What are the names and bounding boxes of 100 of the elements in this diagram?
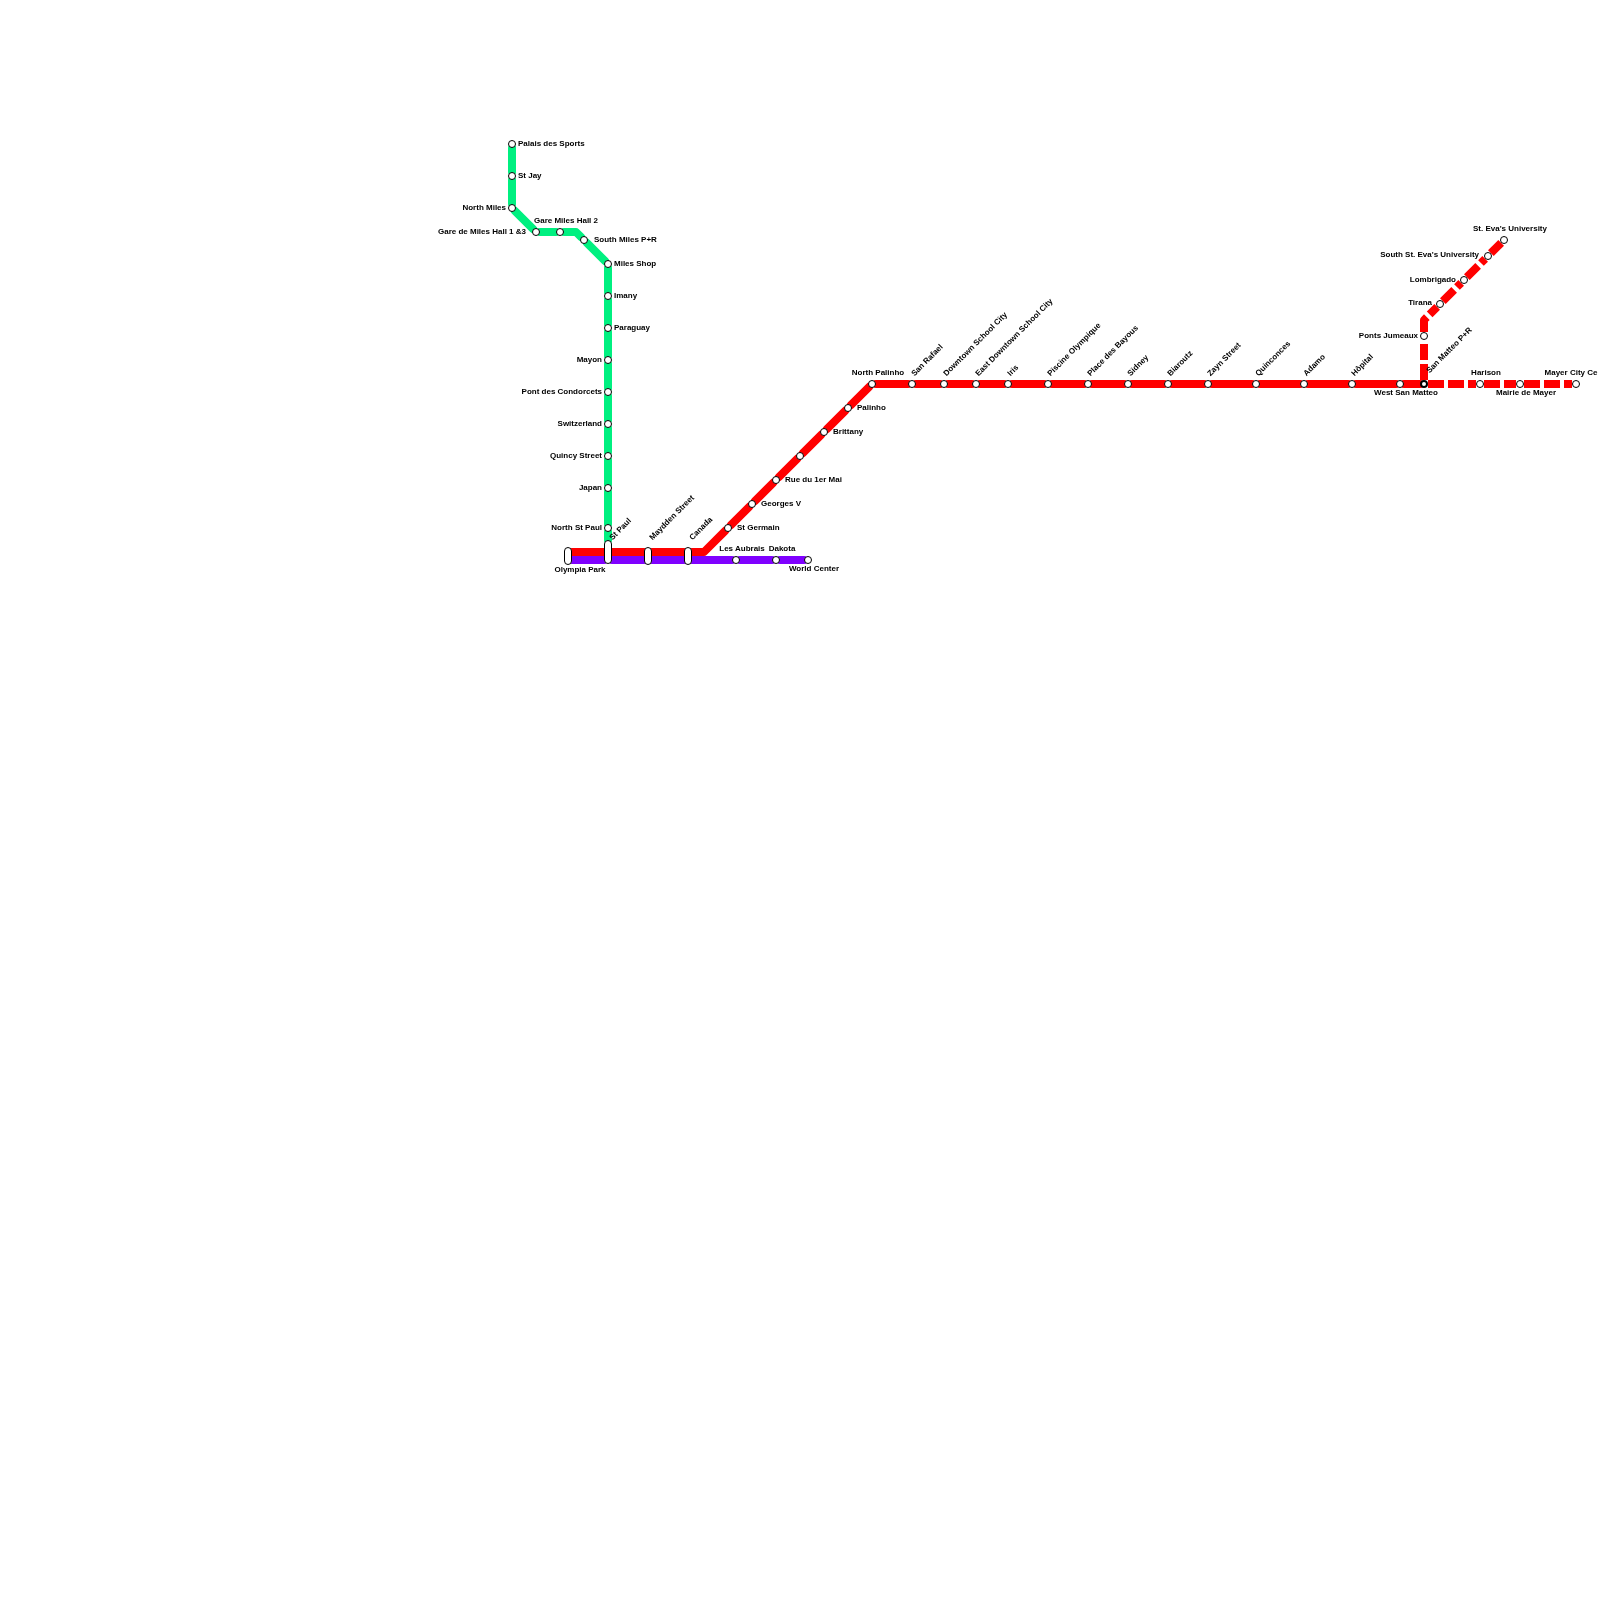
metro-line [976, 380, 1008, 388]
station-name: Ponts Jumeaux [1358, 331, 1418, 341]
station-marker [820, 428, 828, 436]
station-marker [1516, 380, 1524, 388]
interchange-marker [604, 540, 612, 564]
station-name: Les Aubrais [719, 544, 765, 554]
station-name: South St. Eva's University [1380, 250, 1479, 260]
station-marker [508, 140, 516, 148]
metro-line [536, 228, 560, 236]
station-marker [1460, 276, 1468, 284]
station-marker [532, 228, 540, 236]
station-name: Mayon [576, 355, 602, 365]
station-name: Mayer City Ce [1544, 368, 1598, 378]
station-marker [604, 524, 612, 532]
interchange-marker [684, 547, 692, 565]
station-marker [772, 556, 780, 564]
station-marker [724, 524, 732, 532]
station-marker [844, 404, 852, 412]
metro-line [604, 360, 612, 392]
station-marker [1204, 380, 1212, 388]
station-marker [804, 556, 812, 564]
station-name: St. Eva's University [1473, 224, 1547, 234]
station-marker [972, 380, 980, 388]
metro-line [1208, 380, 1256, 388]
metro-line [604, 424, 612, 456]
station-name: Japan [578, 483, 602, 493]
station-name: Miles Shop [614, 259, 657, 269]
station-name: North Miles [462, 203, 506, 213]
metro-line [846, 382, 874, 410]
station-marker [1420, 380, 1428, 388]
station-marker [604, 292, 612, 300]
metro-line [1128, 380, 1168, 388]
interchange-marker [644, 547, 652, 565]
dashed-metro-line [1440, 280, 1464, 304]
metro-line [736, 556, 776, 564]
station-marker [604, 484, 612, 492]
metro-line [1048, 380, 1088, 388]
metro-line [1088, 380, 1128, 388]
dashed-metro-line [1464, 256, 1488, 280]
station-marker [1484, 252, 1492, 260]
metro-line [872, 380, 912, 388]
metro-line [604, 392, 612, 424]
station-name: South Miles P+R [594, 235, 657, 245]
station-marker [1004, 380, 1012, 388]
station-marker [1500, 236, 1508, 244]
metro-line [604, 488, 612, 528]
station-marker [1436, 300, 1444, 308]
metro-line [582, 238, 610, 266]
station-marker [1084, 380, 1092, 388]
metro-line [822, 406, 850, 434]
metro-line [726, 502, 754, 530]
station-marker [1124, 380, 1132, 388]
station-name: Switzerland [557, 419, 602, 429]
metro-line [604, 328, 612, 360]
station-marker [1476, 380, 1484, 388]
station-marker [508, 204, 516, 212]
metro-line [604, 264, 612, 296]
station-name: St Germain [737, 523, 780, 533]
station-marker [1252, 380, 1260, 388]
station-name: Harison [1471, 368, 1501, 378]
station-marker [604, 420, 612, 428]
station-marker [604, 356, 612, 364]
station-marker [1420, 332, 1428, 340]
station-marker [604, 388, 612, 396]
metro-line [798, 430, 826, 458]
interchange-marker [564, 547, 572, 565]
station-name: North St Paul [551, 523, 602, 533]
station-name: Quincy Street [550, 451, 602, 461]
station-name: Iris [1005, 363, 1022, 379]
metro-line [912, 380, 944, 388]
station-marker [1348, 380, 1356, 388]
station-name: West San Matteo [1374, 388, 1438, 398]
metro-line [604, 456, 612, 488]
station-name: Olympia Park [554, 565, 606, 575]
station-marker [556, 228, 564, 236]
station-name: Palinho [857, 403, 886, 413]
station-marker [1044, 380, 1052, 388]
station-name: Gare de Miles Hall 1 &3 [437, 227, 526, 237]
station-marker [908, 380, 916, 388]
station-name: Georges V [761, 499, 801, 509]
station-marker [580, 236, 588, 244]
metro-line [1352, 380, 1400, 388]
station-name: World Center [788, 564, 840, 574]
station-marker [508, 172, 516, 180]
metro-line [508, 176, 516, 208]
metro-line [1008, 380, 1048, 388]
metro-line [774, 454, 802, 482]
metro-line [1400, 380, 1424, 388]
station-marker [796, 452, 804, 460]
station-marker [1572, 380, 1580, 388]
metro-line [510, 206, 538, 234]
station-name: Brittany [833, 427, 864, 437]
station-name: Rue du 1er Mai [785, 475, 842, 485]
station-name: St Jay [518, 171, 542, 181]
station-marker [1164, 380, 1172, 388]
metro-line [508, 144, 516, 176]
station-marker [748, 500, 756, 508]
metro-line [750, 478, 778, 506]
station-marker [604, 260, 612, 268]
metro-line [944, 380, 976, 388]
